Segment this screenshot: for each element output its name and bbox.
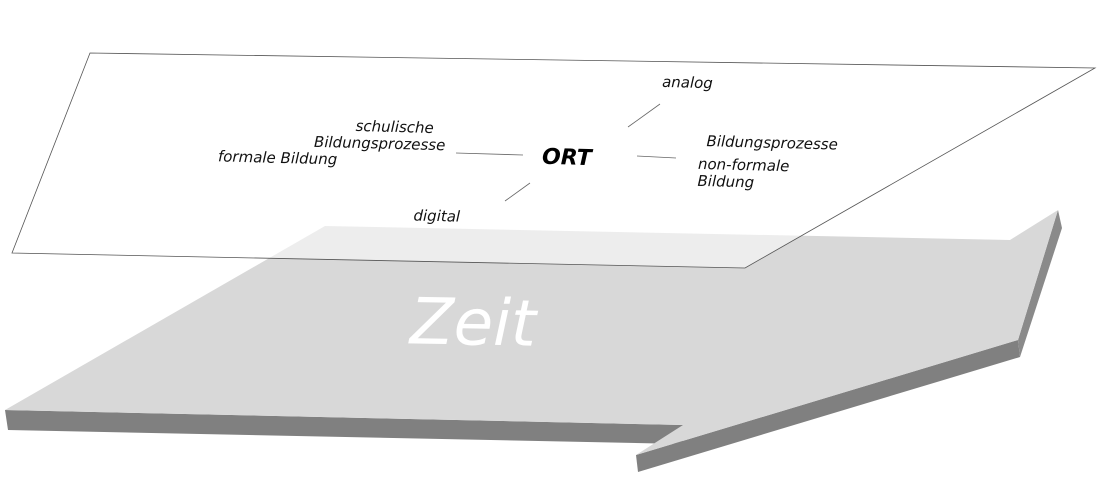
arrow-wing-side bbox=[636, 340, 1020, 472]
right-label-2: non-formale bbox=[698, 155, 790, 175]
left-label-3: formale Bildung bbox=[218, 147, 338, 168]
bottom-label: digital bbox=[413, 206, 461, 225]
arrow-label: Zeit bbox=[407, 285, 539, 361]
connector-left bbox=[455, 152, 524, 156]
connector-right bbox=[636, 155, 677, 159]
top-label: analog bbox=[662, 73, 713, 92]
center-label: ORT bbox=[542, 145, 594, 171]
arrow-bottom-side bbox=[5, 410, 683, 444]
place-plane bbox=[11, 52, 1097, 269]
left-label-2: Bildungsprozesse bbox=[314, 133, 446, 154]
time-arrow bbox=[5, 210, 1058, 455]
connector-bottom bbox=[504, 182, 531, 202]
right-label-1: Bildungsprozesse bbox=[706, 132, 838, 153]
left-label-1: schulische bbox=[355, 117, 434, 137]
connector-top bbox=[627, 103, 661, 128]
arrow-tip-side bbox=[1018, 210, 1062, 357]
right-label-3: Bildung bbox=[697, 172, 754, 191]
